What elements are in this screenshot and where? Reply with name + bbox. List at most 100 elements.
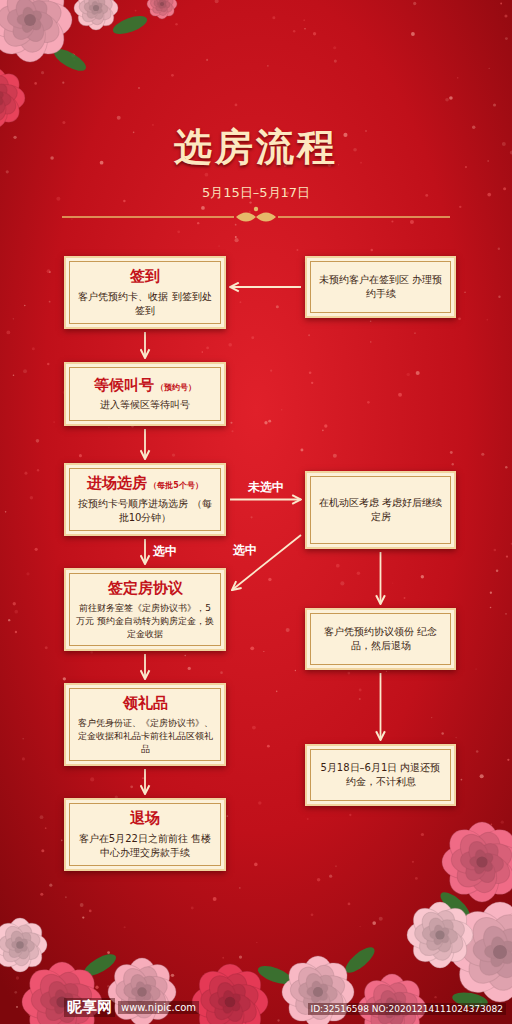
step-title: 签到 xyxy=(130,267,160,285)
glitter-dot xyxy=(6,170,9,173)
glitter-dot xyxy=(511,543,512,545)
glitter-dot xyxy=(138,87,140,89)
edge-label: 未选中 xyxy=(248,479,284,496)
glitter-dot xyxy=(449,96,453,100)
glitter-dot xyxy=(133,132,135,134)
rose xyxy=(0,918,47,972)
glitter-dot xyxy=(215,0,219,3)
glitter-dot xyxy=(461,779,463,781)
glitter-dot xyxy=(286,628,290,632)
rose xyxy=(108,958,176,1024)
glitter-dot xyxy=(226,815,228,817)
side-box: 客户凭预约协议领份 纪念品，然后退场 xyxy=(305,608,456,670)
glitter-dot xyxy=(41,849,44,852)
glitter-dot xyxy=(502,142,506,146)
step-box: 进场选房（每批5个号）按预约卡号顺序进场选房 （每批10分钟） xyxy=(64,463,226,536)
ornament-knot xyxy=(236,213,276,222)
step-title: 退场 xyxy=(130,809,160,827)
glitter-dot xyxy=(79,454,82,457)
glitter-dot xyxy=(498,296,500,298)
glitter-dot xyxy=(13,602,16,605)
glitter-dot xyxy=(13,374,15,376)
glitter-dot xyxy=(450,451,453,454)
glitter-dot xyxy=(414,332,416,334)
glitter-dot xyxy=(108,427,109,428)
glitter-dot xyxy=(49,301,51,303)
glitter-dot xyxy=(452,463,454,465)
glitter-dot xyxy=(367,401,370,404)
glitter-dot xyxy=(353,148,357,152)
glitter-dot xyxy=(338,164,339,165)
step-text: 在机动区考虑 考虑好后继续定房 xyxy=(316,496,445,525)
glitter-dot xyxy=(201,351,203,353)
glitter-dot xyxy=(252,726,256,730)
glitter-dot xyxy=(304,28,305,29)
glitter-dot xyxy=(421,833,424,836)
rose xyxy=(358,974,426,1024)
glitter-dot xyxy=(501,821,504,824)
step-title: 签定房协议 xyxy=(108,579,183,597)
glitter-dot xyxy=(333,46,336,49)
glitter-dot xyxy=(15,631,17,633)
rose-center xyxy=(493,945,507,959)
glitter-dot xyxy=(107,951,110,954)
side-box: 5月18日–6月1日 内退还预约金，不计利息 xyxy=(305,744,456,806)
glitter-dot xyxy=(235,236,237,238)
glitter-dot xyxy=(494,549,497,552)
glitter-dot xyxy=(49,884,52,887)
flow-arrow xyxy=(230,499,301,501)
flow-arrow xyxy=(144,539,146,564)
rose-center xyxy=(93,5,99,11)
glitter-dot xyxy=(490,592,492,594)
glitter-dot xyxy=(464,291,466,293)
glitter-dot xyxy=(500,3,502,5)
glitter-dot xyxy=(307,818,309,820)
glitter-dot xyxy=(14,610,18,614)
glitter-dot xyxy=(421,575,424,578)
glitter-dot xyxy=(45,827,47,829)
glitter-dot xyxy=(188,667,191,670)
ornament-dot xyxy=(254,207,258,211)
petal xyxy=(20,14,47,44)
step-text: 未预约客户在签到区 办理预约手续 xyxy=(316,273,445,302)
glitter-dot xyxy=(23,738,24,739)
step-box: 签定房协议前往财务室签《定房协议书》，5万元 预约金自动转为购房定金，换定金收据 xyxy=(64,568,226,651)
glitter-dot xyxy=(504,15,507,18)
glitter-dot xyxy=(268,578,271,581)
glitter-dot xyxy=(36,439,40,443)
rose-center xyxy=(225,997,236,1008)
glitter-dot xyxy=(487,160,489,162)
rose xyxy=(0,68,25,128)
glitter-dot xyxy=(24,472,27,475)
glitter-dot xyxy=(458,317,461,320)
glitter-dot xyxy=(8,619,10,621)
glitter-dot xyxy=(370,249,373,252)
glitter-dot xyxy=(35,548,38,551)
glitter-dot xyxy=(335,865,337,867)
glitter-dot xyxy=(398,393,402,397)
rose xyxy=(147,0,177,19)
glitter-dot xyxy=(206,346,209,349)
glitter-dot xyxy=(254,863,258,867)
glitter-dot xyxy=(218,245,219,246)
rose xyxy=(74,0,118,30)
step-box: 等候叫号（预约号）进入等候区等待叫号 xyxy=(64,362,226,426)
glitter-dot xyxy=(276,305,279,308)
glitter-dot xyxy=(185,655,186,656)
glitter-dot xyxy=(349,814,351,816)
glitter-dot xyxy=(510,150,512,154)
flow-arrow xyxy=(232,535,301,590)
glitter-dot xyxy=(293,30,295,32)
glitter-dot xyxy=(505,613,507,615)
glitter-dot xyxy=(379,917,383,921)
glitter-dot xyxy=(392,582,393,583)
glitter-dot xyxy=(26,572,29,575)
glitter-dot xyxy=(365,130,367,132)
step-box: 领礼品客户凭身份证、《定房协议书》、 定金收据和礼品卡前往礼品区领礼品 xyxy=(64,683,226,766)
glitter-dot xyxy=(343,133,347,137)
glitter-dot xyxy=(372,921,376,925)
glitter-dot xyxy=(459,206,461,208)
glitter-dot xyxy=(472,126,475,129)
glitter-dot xyxy=(270,370,272,372)
